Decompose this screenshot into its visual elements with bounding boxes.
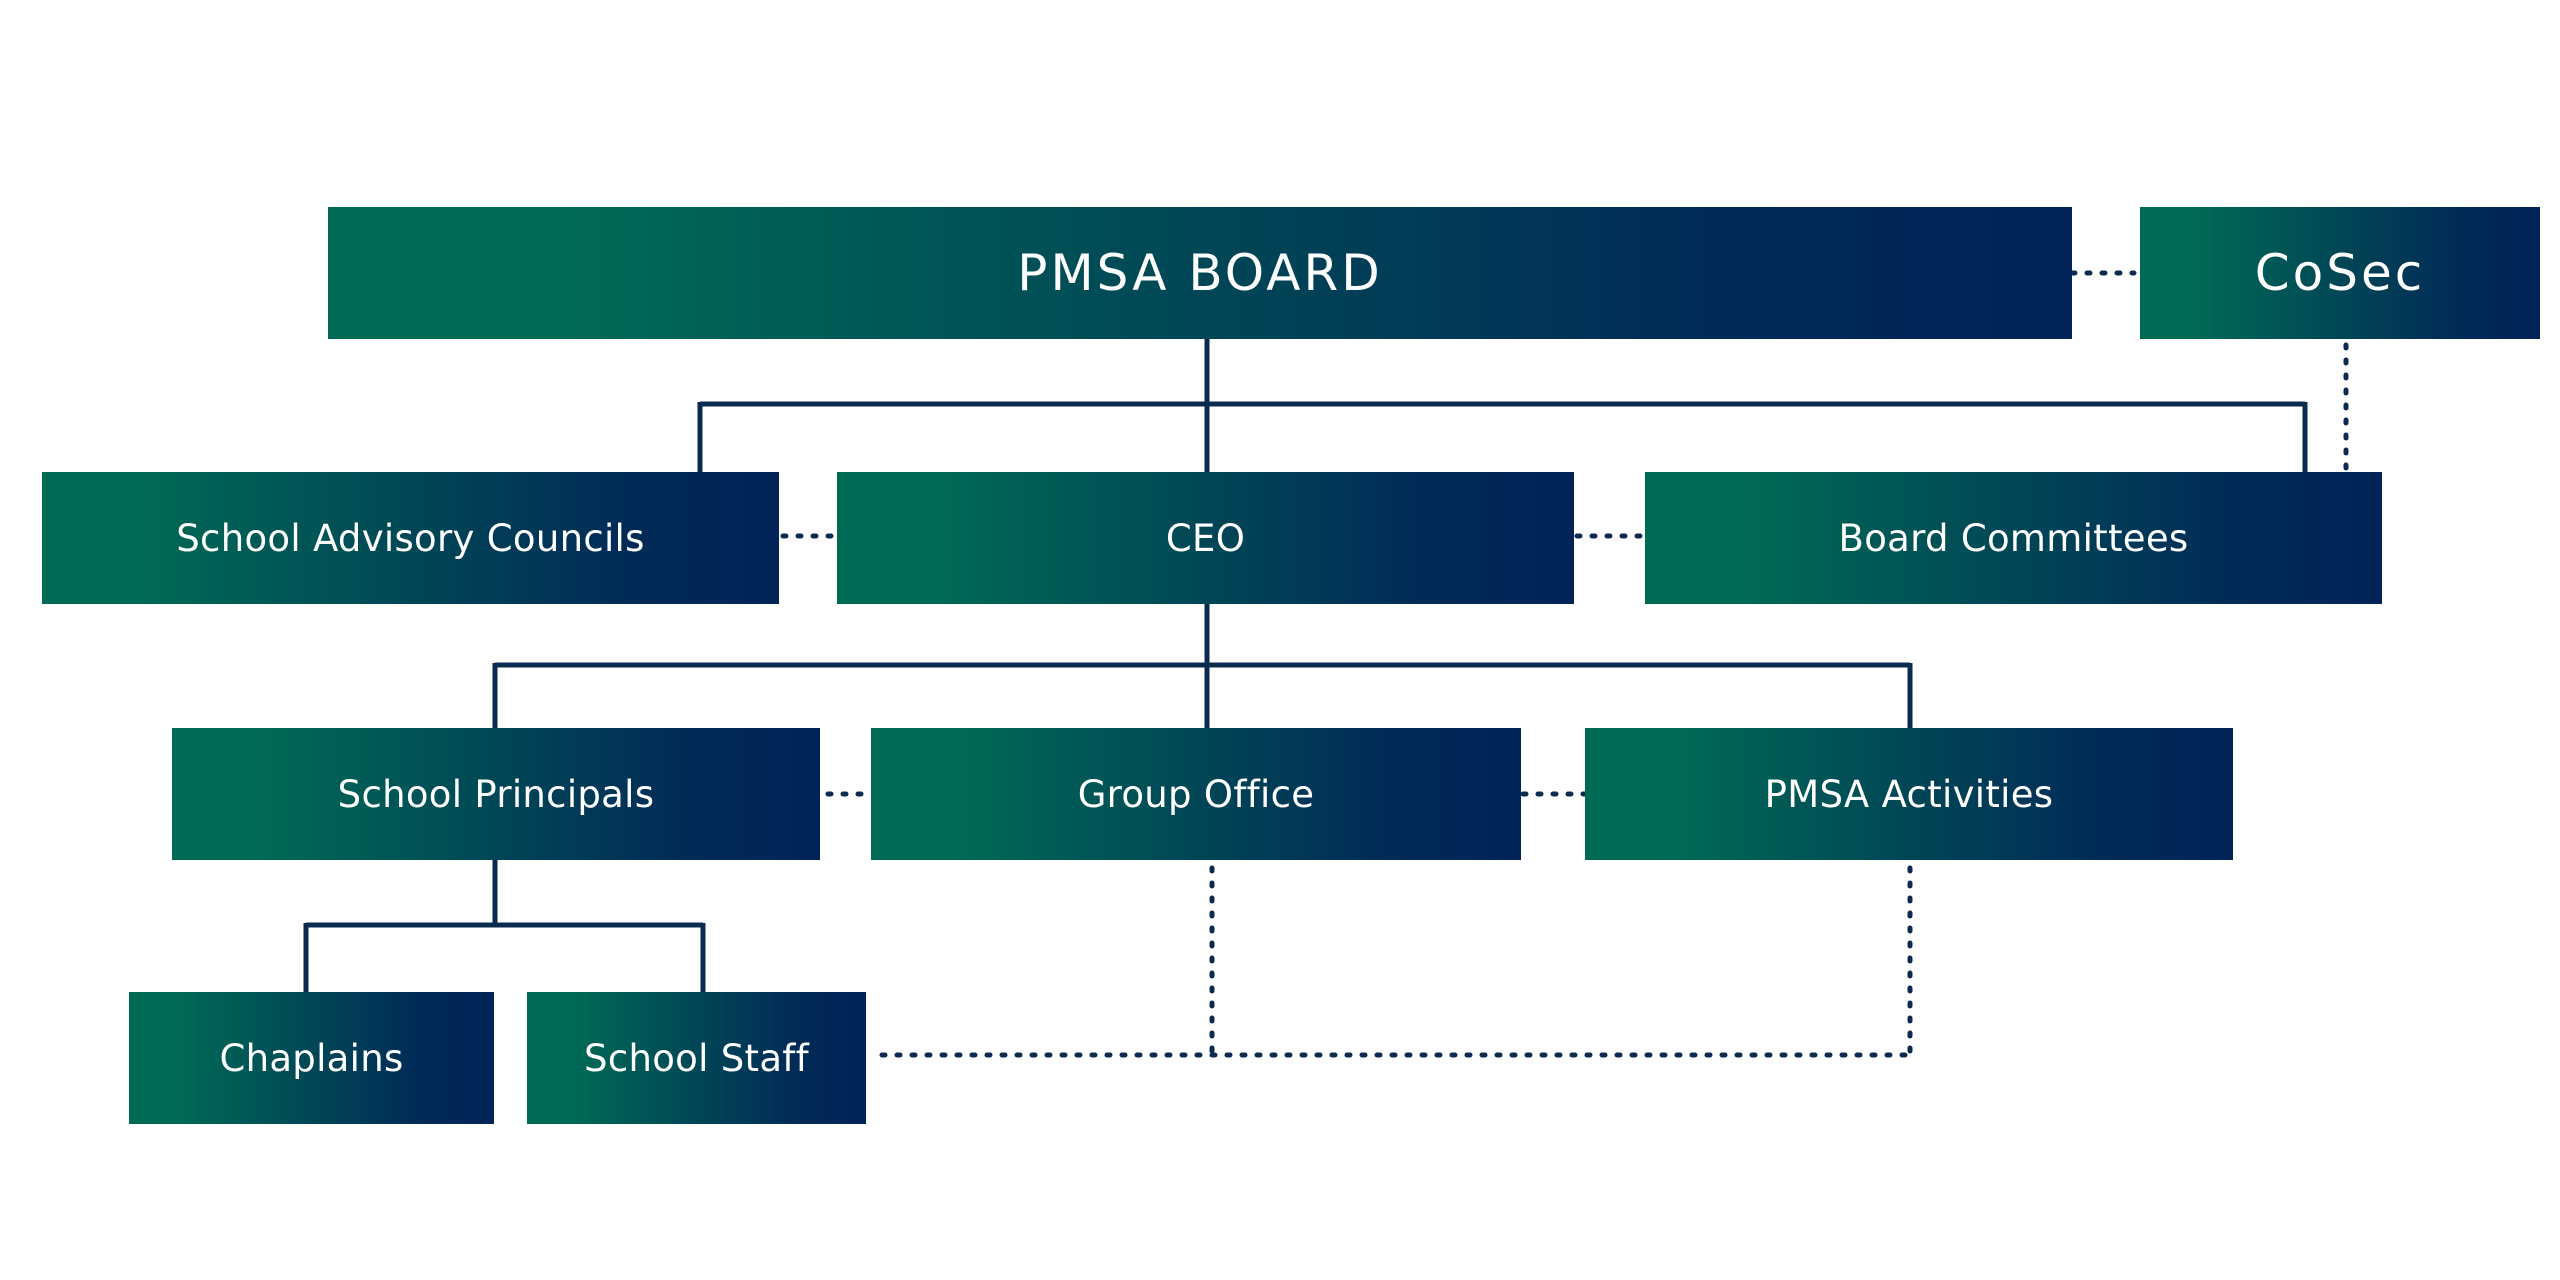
chaplains-node: Chaplains bbox=[129, 992, 494, 1124]
group-office-node: Group Office bbox=[871, 728, 1521, 860]
board-committees-node: Board Committees bbox=[1645, 472, 2382, 604]
board-committees-label: Board Committees bbox=[1838, 516, 2189, 560]
board-to-level2-connector bbox=[697, 338, 2308, 472]
pmsa-board-label: PMSA BOARD bbox=[1017, 244, 1383, 302]
school-staff-label: School Staff bbox=[584, 1036, 809, 1080]
cosec-label: CoSec bbox=[2254, 244, 2426, 302]
pmsa-board-node: PMSA BOARD bbox=[328, 207, 2072, 339]
principals-to-level4-connector bbox=[303, 860, 706, 992]
group-office-label: Group Office bbox=[1077, 772, 1315, 816]
school-principals-node: School Principals bbox=[172, 728, 820, 860]
school-staff-node: School Staff bbox=[527, 992, 866, 1124]
ceo-label: CEO bbox=[1165, 516, 1246, 560]
school-principals-label: School Principals bbox=[337, 772, 655, 816]
ceo-node: CEO bbox=[837, 472, 1574, 604]
ceo-to-level3-connector bbox=[492, 603, 1913, 728]
school-advisory-councils-label: School Advisory Councils bbox=[176, 516, 645, 560]
chaplains-label: Chaplains bbox=[219, 1036, 404, 1080]
pmsa-activities-node: PMSA Activities bbox=[1585, 728, 2233, 860]
school-advisory-councils-node: School Advisory Councils bbox=[42, 472, 779, 604]
pmsa-activities-label: PMSA Activities bbox=[1764, 772, 2054, 816]
cosec-node: CoSec bbox=[2140, 207, 2540, 339]
